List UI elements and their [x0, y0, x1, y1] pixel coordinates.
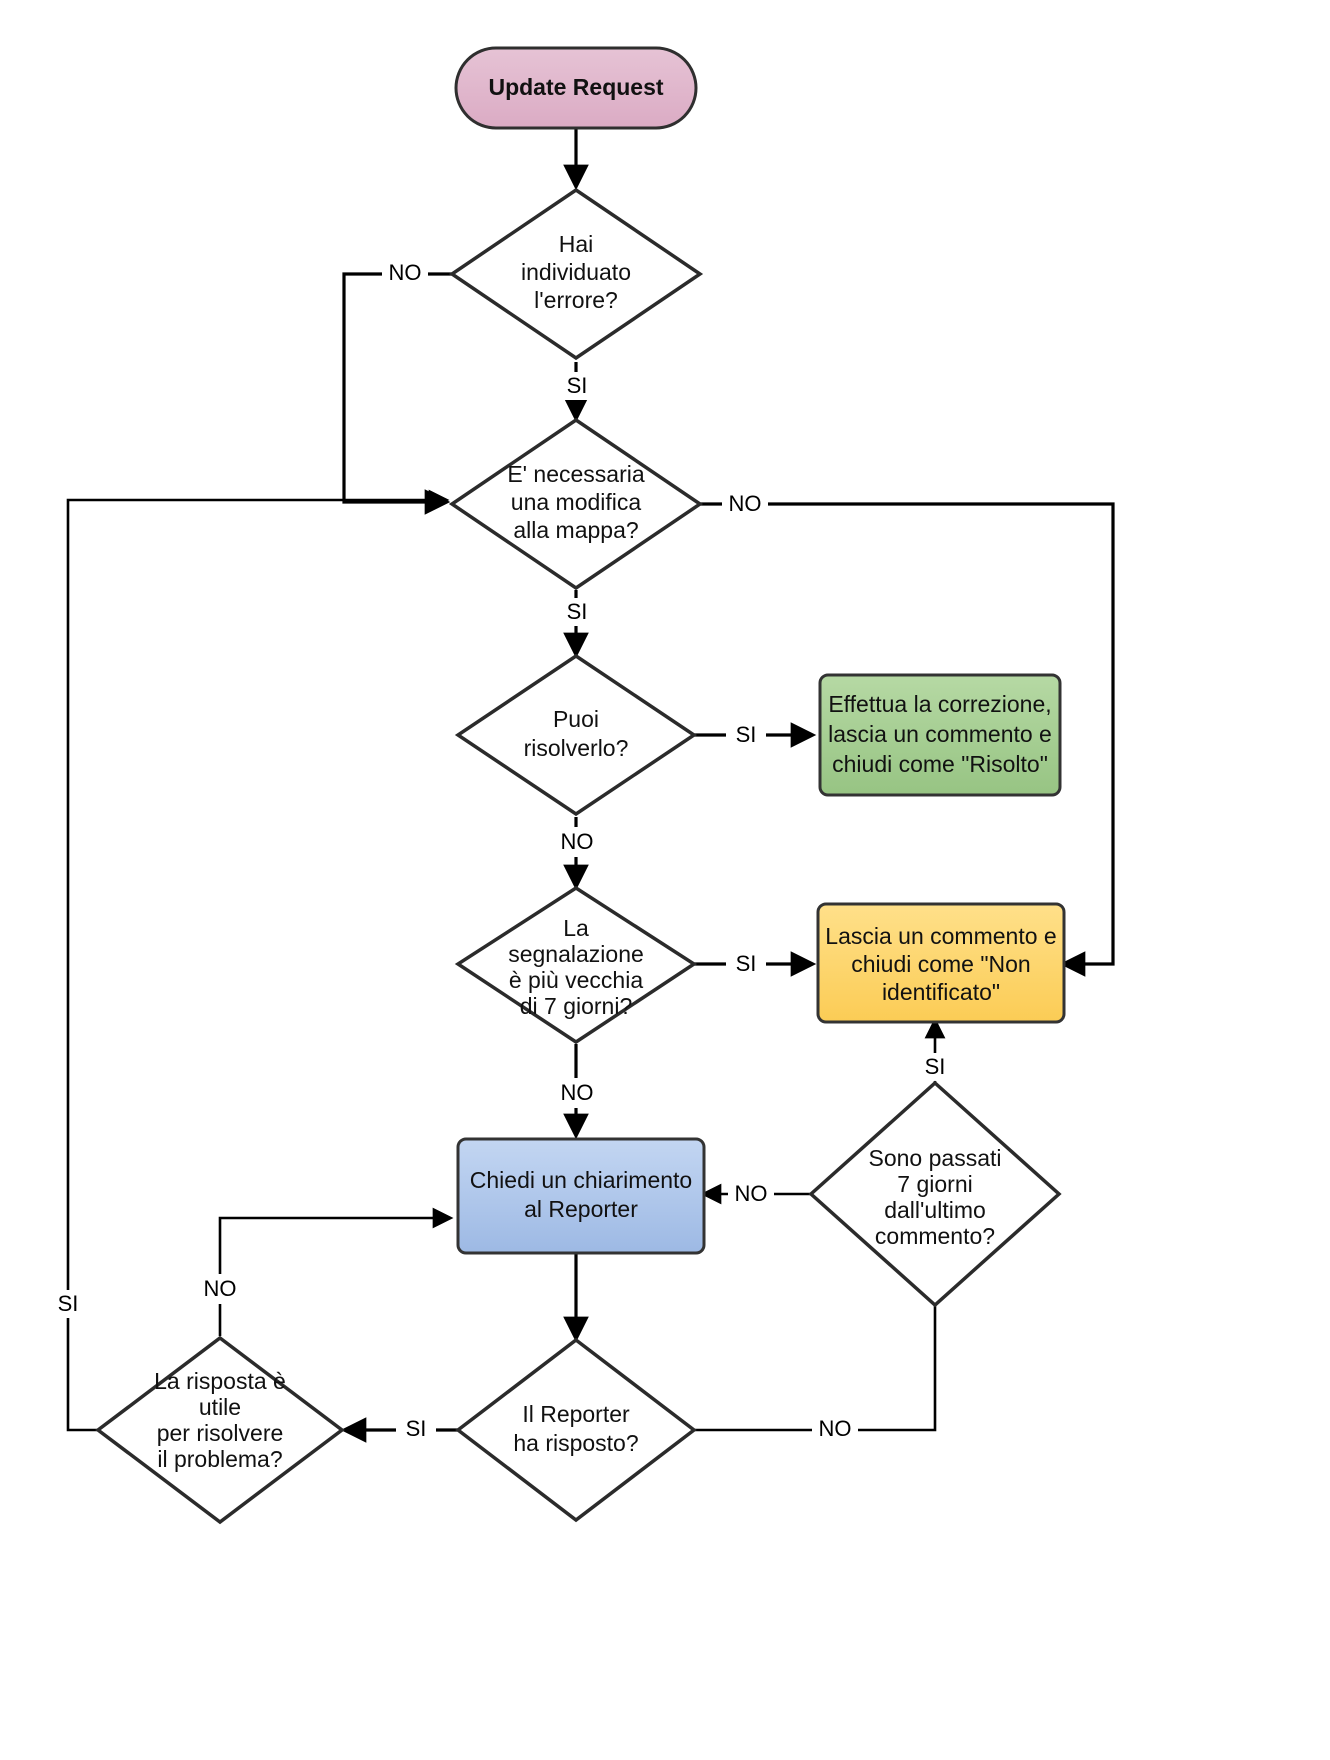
edge-label-risposto-si: SI: [406, 1416, 427, 1441]
edge-label-risolverlo-no: NO: [561, 829, 594, 854]
decision-utile-line-1: La risposta è: [154, 1368, 286, 1394]
decision-mappa-line-3: alla mappa?: [513, 517, 638, 543]
node-process-chiarimento[interactable]: Chiedi un chiarimento al Reporter: [456, 1137, 706, 1255]
decision-utile-line-4: il problema?: [157, 1446, 282, 1472]
edge-label-errore-no: NO: [389, 260, 422, 285]
process-correzione-line-3: chiudi come "Risolto": [832, 751, 1048, 777]
decision-mappa-line-2: una modifica: [511, 489, 642, 515]
decision-settegiorni-line-1: Sono passati: [869, 1145, 1002, 1171]
node-start[interactable]: Update Request: [454, 46, 698, 130]
decision-risolverlo-line-2: risolverlo?: [524, 735, 629, 761]
start-label: Update Request: [488, 74, 663, 100]
node-decision-risolverlo[interactable]: Puoi risolverlo?: [454, 653, 698, 817]
decision-vecchia-line-3: è più vecchia: [509, 967, 643, 993]
decision-settegiorni-line-2: 7 giorni: [897, 1171, 972, 1197]
decision-risposto-line-1: Il Reporter: [522, 1401, 630, 1427]
decision-vecchia-line-1: La: [563, 915, 589, 941]
decision-utile-shape: [95, 1335, 345, 1525]
process-correzione-shape: [818, 673, 1062, 797]
process-correzione-line-2: lascia un commento e: [828, 721, 1052, 747]
decision-risolverlo-shape: [454, 653, 698, 817]
decision-risposto-shape: [455, 1337, 697, 1523]
node-decision-errore[interactable]: Hai individuato l'errore?: [448, 187, 704, 361]
process-nonidentificato-line-2: chiudi come "Non: [851, 951, 1030, 977]
process-chiarimento-line-2: al Reporter: [524, 1196, 638, 1222]
decision-errore-line-3: l'errore?: [534, 287, 618, 313]
edge-label-settegiorni-no: NO: [735, 1181, 768, 1206]
edge-label-risolverlo-si: SI: [736, 722, 757, 747]
node-decision-risposto[interactable]: Il Reporter ha risposto?: [455, 1337, 697, 1523]
decision-errore-line-2: individuato: [521, 259, 631, 285]
edge-label-vecchia-si: SI: [736, 951, 757, 976]
decision-errore-line-1: Hai: [559, 231, 594, 257]
process-nonidentificato-line-3: identificato": [882, 979, 1000, 1005]
edge-label-mappa-no: NO: [729, 491, 762, 516]
process-correzione-line-1: Effettua la correzione,: [828, 691, 1051, 717]
decision-vecchia-line-2: segnalazione: [508, 941, 644, 967]
decision-settegiorni-shape: [808, 1080, 1062, 1308]
node-process-correzione[interactable]: Effettua la correzione, lascia un commen…: [818, 673, 1062, 797]
process-nonidentificato-line-1: Lascia un commento e: [825, 923, 1056, 949]
process-nonidentificato-shape: [816, 902, 1066, 1024]
edge-label-utile-no: NO: [204, 1276, 237, 1301]
decision-vecchia-line-4: di 7 giorni?: [520, 993, 633, 1019]
decision-errore-shape: [448, 187, 704, 361]
node-decision-mappa[interactable]: E' necessaria una modifica alla mappa?: [448, 417, 704, 591]
node-decision-vecchia[interactable]: La segnalazione è più vecchia di 7 giorn…: [454, 885, 698, 1045]
decision-utile-line-3: per risolvere: [157, 1420, 284, 1446]
decision-utile-line-2: utile: [199, 1394, 241, 1420]
edge-label-errore-si: SI: [567, 373, 588, 398]
edge-label-utile-si: SI: [58, 1291, 79, 1316]
node-decision-utile[interactable]: La risposta è utile per risolvere il pro…: [95, 1335, 345, 1525]
node-decision-settegiorni[interactable]: Sono passati 7 giorni dall'ultimo commen…: [808, 1080, 1062, 1308]
edge-utile-si-to-mappa: [66, 489, 450, 1432]
edge-label-group: NO SI NO SI SI NO SI NO SI NO SI NO NO S…: [50, 258, 955, 1445]
process-chiarimento-line-1: Chiedi un chiarimento: [470, 1167, 692, 1193]
edge-utile-no-to-chiarimento: [218, 1207, 454, 1336]
decision-vecchia-shape: [454, 885, 698, 1045]
start-shape: [454, 46, 698, 130]
decision-mappa-shape: [448, 417, 704, 591]
edge-label-risposto-no: NO: [819, 1416, 852, 1441]
node-process-nonidentificato[interactable]: Lascia un commento e chiudi come "Non id…: [816, 902, 1066, 1024]
decision-risposto-line-2: ha risposto?: [513, 1430, 638, 1456]
edge-label-settegiorni-si: SI: [925, 1054, 946, 1079]
process-chiarimento-shape: [456, 1137, 706, 1255]
decision-risolverlo-line-1: Puoi: [553, 706, 599, 732]
edge-label-vecchia-no: NO: [561, 1080, 594, 1105]
edge-mappa-no-to-nonidentificato: [697, 502, 1115, 977]
decision-mappa-line-1: E' necessaria: [507, 461, 645, 487]
edge-errore-no-to-mappa: [342, 272, 455, 515]
decision-settegiorni-line-4: commento?: [875, 1223, 995, 1249]
edge-label-mappa-si: SI: [567, 599, 588, 624]
decision-settegiorni-line-3: dall'ultimo: [884, 1197, 986, 1223]
edge-risposto-no-to-settegiorni: [694, 1252, 946, 1432]
